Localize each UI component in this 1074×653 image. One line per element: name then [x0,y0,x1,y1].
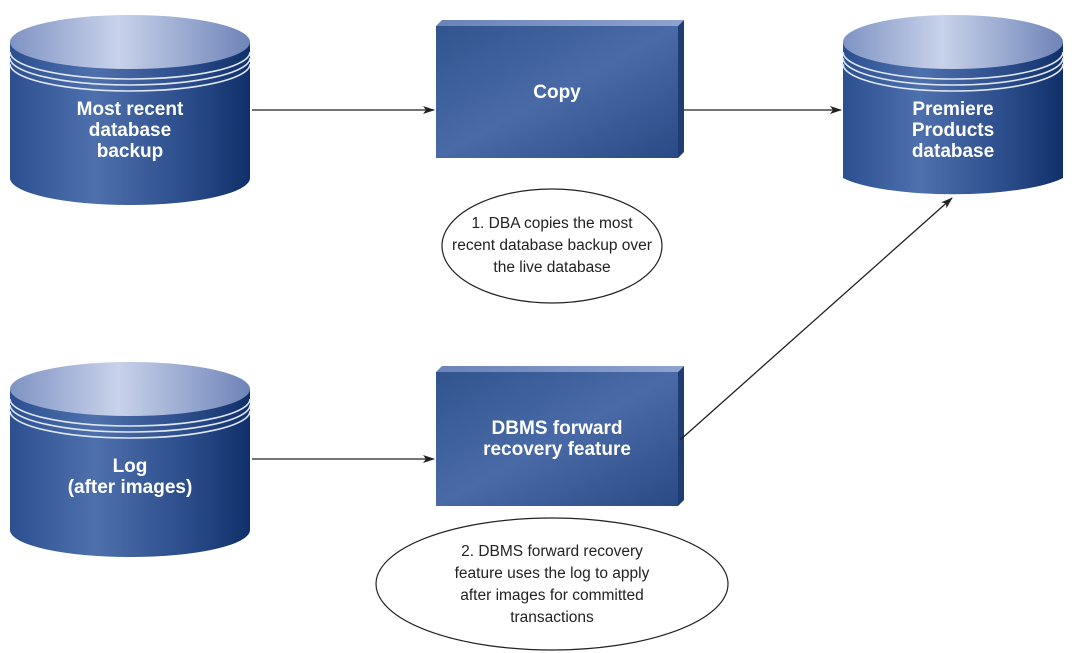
premiere-cylinder-label: Premiere Products database [843,95,1063,165]
step1-text-line: 1. DBA copies the most [471,215,633,232]
step2-text-line: after images for committed [460,587,644,604]
premiere-label-line: database [911,140,995,162]
premiere-label-line: Products [911,119,995,141]
step2-text-line: transactions [510,609,594,626]
backup-cylinder-label: Most recent database backup [10,95,250,165]
step1-text-line: recent database backup over [452,237,652,254]
forward-label-line: DBMS forward [491,418,623,439]
copy-label-line: Copy [533,81,581,103]
log-label-line: Log [112,456,148,477]
copy-box-shape [436,20,684,158]
step1-callout-ellipse [441,188,663,304]
forward-label-line: recovery feature [483,439,631,460]
step1-callout-text: 1. DBA copies the most recent database b… [442,190,662,302]
log-cylinder-label: Log (after images) [10,452,250,502]
backup-label-line: database [88,119,172,141]
backup-label-line: backup [96,140,164,162]
log-cylinder-shape [9,362,251,557]
step1-text-line: the live database [493,259,611,276]
log-label-line: (after images) [67,477,193,498]
backup-cylinder-shape [9,15,251,205]
step2-text-line: 2. DBMS forward recovery [461,543,643,560]
step2-callout-ellipse [375,517,729,651]
backup-label-line: Most recent [76,98,184,120]
step2-text-line: feature uses the log to apply [454,565,650,582]
forward-box-label: DBMS forward recovery feature [436,372,678,506]
forward-box-shape [436,366,684,506]
copy-box-label: Copy [436,26,678,158]
premiere-label-line: Premiere [912,98,994,120]
premiere-cylinder-shape [842,15,1064,195]
step2-callout-text: 2. DBMS forward recovery feature uses th… [392,530,712,640]
arrow-forward-to-premiere [679,197,953,441]
